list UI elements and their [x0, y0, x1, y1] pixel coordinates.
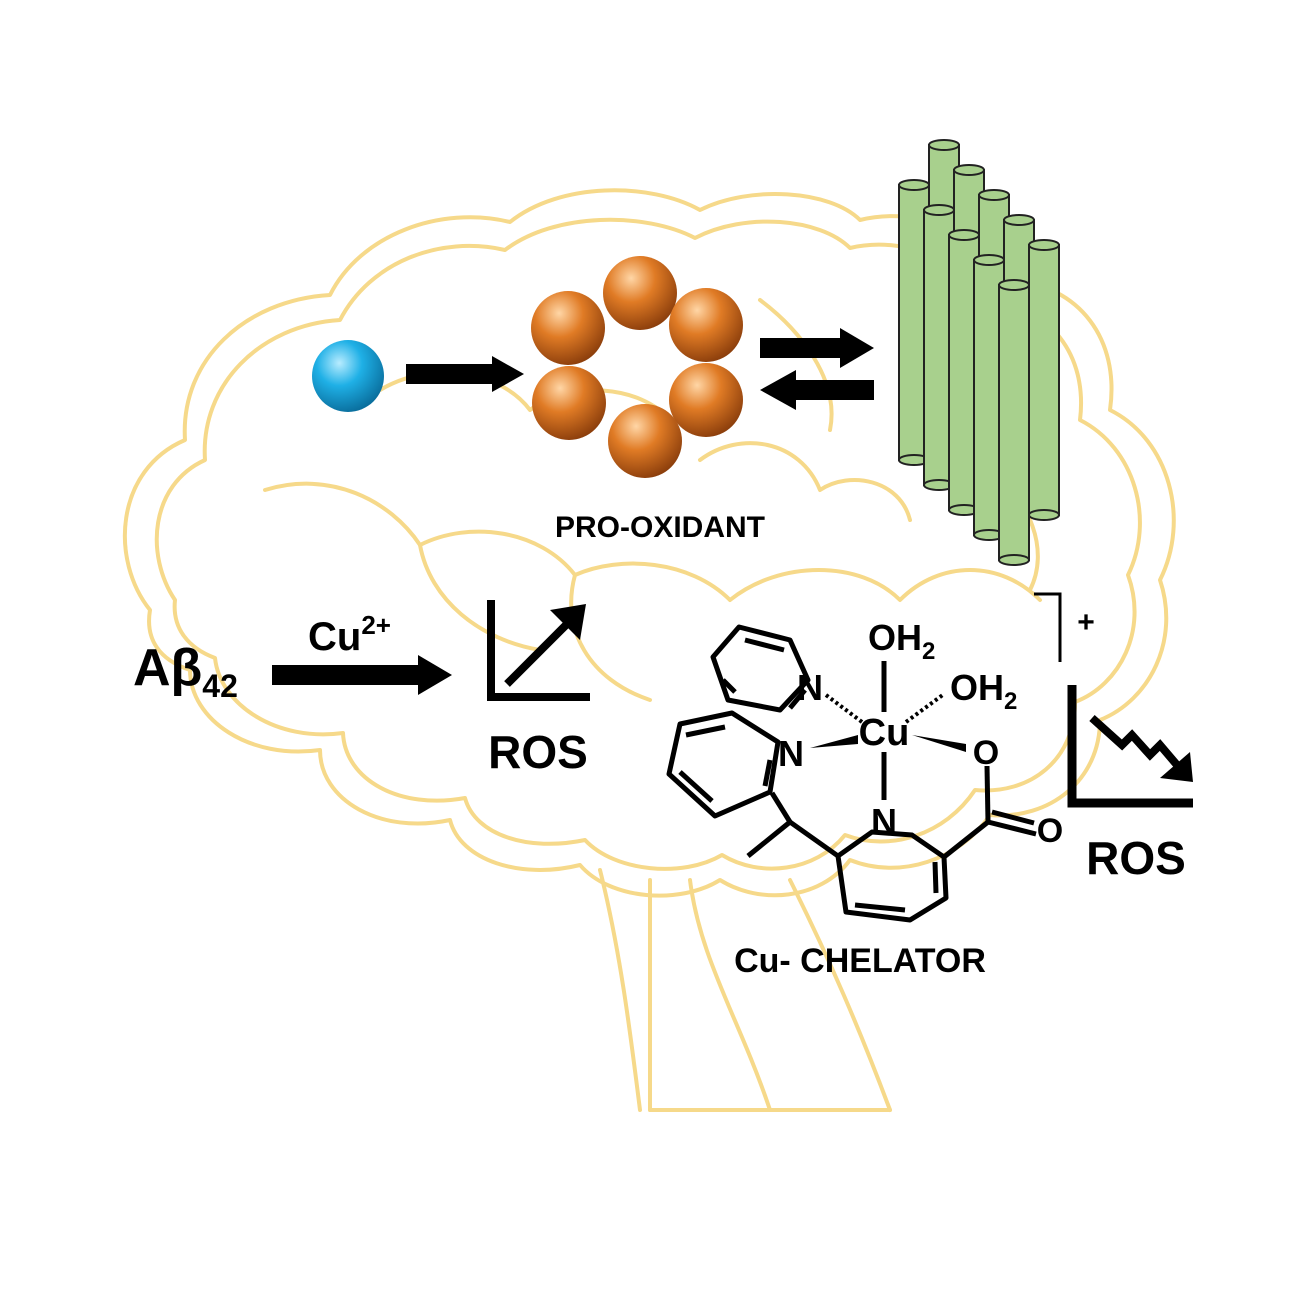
nitrogen-left-label: N: [778, 733, 804, 774]
oligomer-sphere: [669, 288, 743, 362]
ros-label-right: ROS: [1086, 832, 1186, 884]
arrow-monomer-to-oligomer: [406, 356, 524, 392]
cu-superscript: 2+: [361, 610, 391, 640]
monomer-sphere: [312, 340, 384, 412]
water-right-sub: 2: [1004, 688, 1017, 715]
oligomer-sphere: [603, 256, 677, 330]
copper-chelator-complex: Cu OH2 OH2 N N N O O +: [666, 592, 1095, 923]
pro-oxidant-label: PRO-OXIDANT: [555, 511, 765, 544]
water-top-main: OH: [868, 617, 922, 658]
nitrogen-top-label: N: [797, 667, 823, 708]
equilibrium-arrows: [760, 328, 874, 410]
arrow-abeta-to-ros: [272, 655, 452, 695]
oligomer-sphere: [669, 363, 743, 437]
nitrogen-bottom-label: N: [871, 801, 897, 842]
ros-increase-graph-icon: [487, 600, 590, 701]
oxygen-carbonyl-label: O: [1037, 812, 1063, 850]
fibril-rod: [998, 279, 1030, 566]
abeta-subscript: 42: [202, 668, 238, 704]
ros-label-left: ROS: [488, 726, 588, 778]
water-ligand-right: OH2: [950, 667, 1017, 715]
brain-outline-background: [123, 188, 1176, 1112]
water-top-sub: 2: [922, 638, 935, 665]
oxygen-carboxylate-label: O: [973, 734, 999, 772]
fibril-rod: [1028, 239, 1060, 521]
copper-atom-label: Cu: [859, 712, 910, 754]
ros-decrease-graph-icon: [1067, 685, 1193, 808]
abeta-main-text: Aβ: [133, 639, 202, 697]
abeta42-label: Aβ42: [133, 639, 238, 704]
fibril-bundle: [898, 139, 1060, 566]
cu-main-text: Cu: [308, 615, 361, 659]
water-right-main: OH: [950, 667, 1004, 708]
oligomer-sphere: [608, 404, 682, 478]
oligomer-sphere: [532, 366, 606, 440]
cu-chelator-label: Cu- CHELATOR: [734, 942, 986, 980]
complex-charge-label: +: [1077, 606, 1095, 639]
oligomer-sphere: [531, 291, 605, 365]
water-ligand-top: OH2: [868, 617, 935, 665]
oligomer-ring: [531, 256, 743, 478]
cu-ion-label: Cu2+: [308, 610, 391, 659]
